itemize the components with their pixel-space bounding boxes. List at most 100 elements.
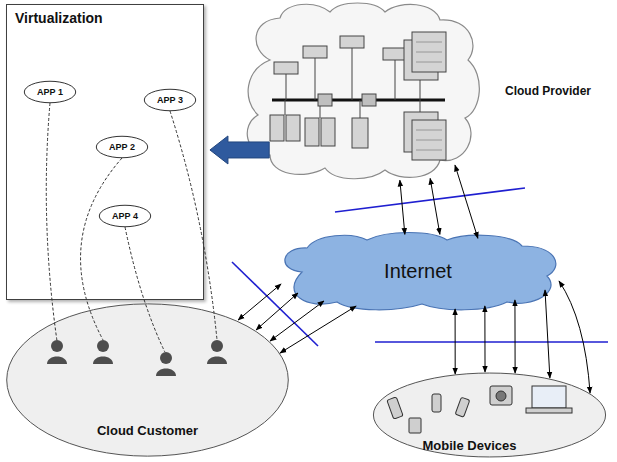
customer-ellipse: Cloud Customer (5, 302, 290, 458)
laptop-screen (532, 386, 566, 408)
server-unit (274, 62, 298, 74)
server-tower (270, 115, 284, 141)
double-arrow (545, 290, 550, 378)
ellipse-shape (24, 81, 75, 102)
server-unit (383, 48, 407, 60)
server-rack (404, 112, 438, 152)
user-body (47, 357, 67, 365)
internet-cloud: Internet (272, 232, 564, 310)
user-head (211, 340, 223, 352)
rack-slot (416, 42, 442, 43)
dashed-link (125, 227, 165, 352)
server-network (270, 32, 446, 160)
double-arrow (238, 284, 281, 320)
server-unit (303, 46, 327, 58)
app-ellipse: APP 2 (96, 136, 148, 158)
double-arrow (430, 178, 440, 234)
ellipse-shape (96, 136, 147, 157)
server-tower (321, 118, 335, 146)
rack-slot (416, 52, 442, 53)
node-label: APP 3 (157, 95, 183, 105)
double-arrow (400, 180, 405, 234)
user-head (97, 340, 109, 352)
dashed-link (170, 111, 217, 340)
camera-icon (490, 386, 512, 405)
boundary-line (232, 262, 318, 346)
ellipse-shape (144, 89, 195, 110)
server-rack (404, 40, 438, 80)
block-arrow (210, 136, 269, 164)
node-label: Cloud Customer (97, 423, 198, 438)
cloud-shape (247, 3, 479, 179)
double-arrow (270, 301, 324, 341)
boundary-line (335, 188, 525, 212)
node-label: Mobile Devices (423, 438, 517, 453)
devices (387, 386, 572, 433)
app-ellipse: APP 3 (144, 89, 196, 111)
ellipse-shape (7, 304, 289, 456)
user-body (156, 369, 176, 377)
ellipse-shape (99, 205, 150, 226)
double-arrow (280, 306, 356, 353)
boundary-lines (232, 188, 608, 346)
laptop-base (526, 408, 572, 413)
user-head (160, 352, 172, 364)
phone-icon (387, 397, 403, 419)
dashed-link (46, 103, 57, 340)
user-body (93, 357, 113, 365)
cloud-provider: Cloud Provider (240, 0, 605, 182)
users (47, 340, 227, 376)
server-link (320, 100, 321, 118)
rack-slot (416, 140, 442, 141)
server-link (420, 80, 421, 100)
node-label: APP 2 (109, 142, 135, 152)
server-link (286, 74, 287, 100)
server-link (360, 100, 361, 118)
double-arrow (256, 293, 298, 330)
network-bus (272, 99, 445, 102)
double-arrow (484, 306, 485, 372)
server-link (285, 100, 286, 115)
user-head (51, 340, 63, 352)
double-arrow (514, 300, 515, 373)
rack-slot (416, 62, 442, 63)
devices-ellipse: Mobile Devices (372, 372, 607, 458)
rack-slot (416, 150, 442, 151)
double-arrow (559, 281, 590, 393)
app-ellipse: APP 4 (99, 205, 151, 227)
node-label: APP 1 (37, 87, 63, 97)
double-arrow (455, 165, 478, 238)
node-label: Internet (384, 260, 452, 283)
node-label: APP 4 (112, 211, 138, 221)
app-ellipse: APP 1 (24, 81, 76, 103)
server-tower (305, 118, 319, 146)
server-link (395, 60, 396, 100)
rack-slot (416, 130, 442, 131)
server-link (420, 100, 421, 112)
server-rack (412, 32, 446, 72)
phone-icon (455, 397, 470, 417)
server-rack (412, 120, 446, 160)
camera-lens (496, 391, 506, 401)
network-switch (318, 94, 332, 106)
dashed-link (81, 158, 122, 340)
cloud-shape (285, 233, 556, 310)
server-link (315, 58, 316, 100)
user-body (207, 357, 227, 365)
double-arrow (455, 309, 456, 374)
server-link (352, 48, 353, 100)
server-tower (352, 118, 368, 148)
virtualization-box: VirtualizationAPP 1APP 3APP 2APP 4 (6, 4, 204, 300)
server-unit (340, 36, 364, 48)
network-switch (362, 94, 376, 106)
boundary-line (375, 341, 608, 343)
pager-icon (409, 418, 421, 433)
node-label: Cloud Provider (505, 84, 591, 98)
phone-icon (432, 394, 441, 412)
cloud-provider-outline (240, 0, 485, 182)
server-tower (286, 115, 300, 141)
ellipse-shape (373, 373, 605, 457)
